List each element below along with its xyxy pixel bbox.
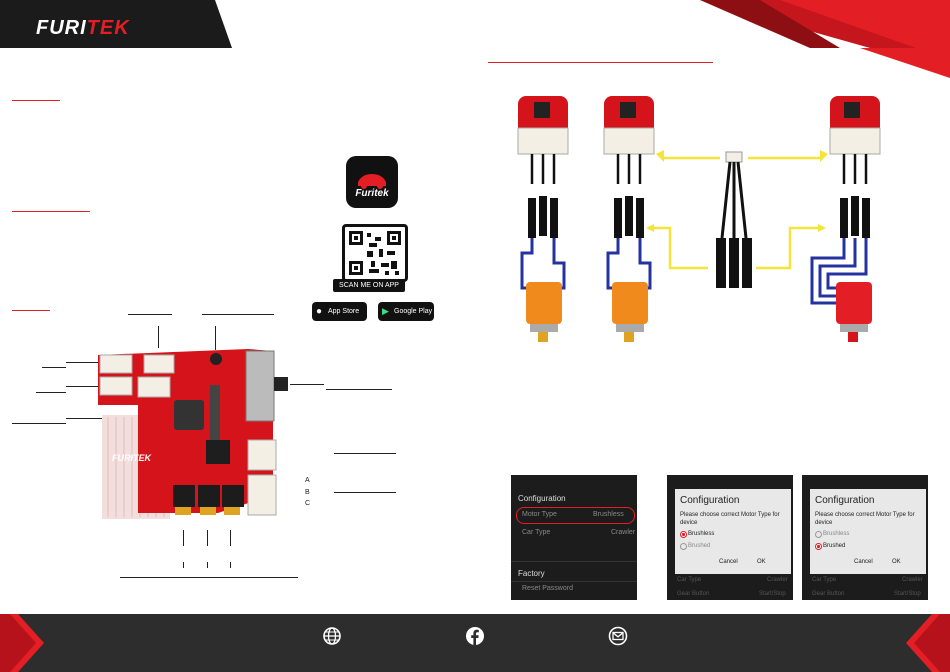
motor-type-dialog: Configuration Please choose correct Moto… [810, 489, 926, 574]
callout-right-1b [326, 389, 392, 390]
cancel-button[interactable]: Cancel [854, 559, 873, 565]
callout-bottom-v1 [183, 530, 184, 546]
logo-left: FURI [36, 17, 87, 39]
callout-top-right [202, 314, 274, 315]
app-screenshot-dialog-brushed: Configuration Please choose correct Moto… [802, 475, 928, 600]
header-right-stripe [860, 48, 950, 78]
app-store-badge[interactable]: ● App Store [312, 302, 367, 321]
radio-brushed[interactable] [680, 543, 687, 550]
callout-top-left [128, 314, 172, 315]
google-play-label: Google Play [394, 308, 433, 315]
abc-label-c: C [305, 500, 311, 507]
radio-brushed[interactable] [815, 543, 822, 550]
esc-module-1 [517, 96, 569, 155]
footer-right-arrow [906, 614, 950, 672]
motor-1 [526, 282, 562, 342]
section-heading-underline-4 [488, 62, 713, 63]
cancel-button[interactable]: Cancel [719, 559, 738, 565]
qr-pattern-icon [349, 231, 401, 275]
callout-top-right-v [215, 326, 216, 350]
callout-bottom-v1b [183, 562, 184, 568]
radio-brushless[interactable] [680, 531, 687, 538]
apple-icon: ● [316, 306, 323, 317]
bg-car-type-label: Car Type [812, 577, 837, 583]
callout-bottom [120, 577, 298, 578]
abc-label-b: B [305, 489, 310, 496]
ok-button[interactable]: OK [892, 559, 901, 565]
esc-board-illustration: FURITEK [98, 349, 288, 519]
app-icon[interactable] [346, 156, 398, 208]
dialog-prompt: Please choose correct Motor Type for dev… [815, 512, 915, 526]
callout-bottom-v3 [230, 530, 231, 546]
mail-icon[interactable] [608, 626, 628, 646]
callout-left-2 [36, 392, 66, 393]
bg-gear-button-label: Gear Button [677, 591, 710, 597]
svg-text:FURITEK: FURITEK [112, 453, 152, 463]
bg-gear-button-label: Gear Button [812, 591, 845, 597]
logo-right: TEK [86, 17, 130, 39]
car-icon [358, 174, 386, 189]
play-icon: ▶ [382, 306, 389, 316]
callout-bottom-v2 [207, 530, 208, 546]
motor-3 [836, 282, 872, 342]
car-type-value: Crawler [611, 529, 636, 536]
callout-bottom-v2b [207, 562, 208, 568]
ok-button[interactable]: OK [757, 559, 766, 565]
bg-car-type-value: Crawler [767, 577, 788, 583]
bg-gear-button-value: Start/Stop [894, 591, 921, 597]
header-banner [0, 0, 950, 48]
car-type-label[interactable]: Car Type [522, 529, 551, 536]
app-tile-name: Furitek [355, 188, 389, 199]
callout-left-1 [42, 367, 66, 368]
factory-section-title: Factory [518, 569, 545, 578]
bg-gear-button-value: Start/Stop [759, 591, 786, 597]
divider-2 [511, 581, 637, 582]
dialog-title: Configuration [815, 495, 875, 506]
section-heading-underline-2 [12, 211, 90, 212]
app-screenshot-config-list: Configuration Motor Type Brushless Car T… [511, 475, 637, 600]
callout-bottom-v3b [230, 562, 231, 568]
bg-car-type-label: Car Type [677, 577, 702, 583]
scan-me-banner: SCAN ME ON APP [333, 279, 405, 292]
motor-type-row-highlight[interactable] [516, 507, 635, 524]
brand-logo: FURITEK [36, 17, 130, 40]
dialog-title: Configuration [680, 495, 740, 506]
callout-top-left-v [158, 326, 159, 348]
callout-right-2 [334, 453, 396, 454]
dialog-prompt: Please choose correct Motor Type for dev… [680, 512, 780, 526]
motor-type-dialog: Configuration Please choose correct Moto… [675, 489, 791, 574]
google-play-badge[interactable]: ▶ Google Play [378, 302, 434, 321]
callout-left-3 [12, 423, 66, 424]
motor-type-label: Motor Type [522, 511, 557, 518]
wiring-diagram [517, 96, 881, 342]
callout-left-2b [66, 386, 98, 387]
esc-module-3 [829, 96, 881, 155]
reset-password-label[interactable]: Reset Password [522, 585, 573, 592]
facebook-icon[interactable] [465, 626, 485, 646]
section-heading-underline-1 [12, 100, 60, 101]
callout-right-3 [334, 492, 396, 493]
option-brushless: Brushless [688, 531, 715, 537]
esc-module-2 [603, 96, 655, 155]
motor-2 [612, 282, 648, 342]
section-heading-underline-3 [12, 310, 50, 311]
radio-brushless[interactable] [815, 531, 822, 538]
abc-label-a: A [305, 477, 310, 484]
footer-left-arrow [0, 614, 44, 672]
qr-code[interactable] [342, 224, 408, 282]
bg-car-type-value: Crawler [902, 577, 923, 583]
option-brushed: Brushed [823, 543, 846, 549]
callout-left-1b [66, 362, 98, 363]
y-harness [716, 151, 752, 288]
app-store-label: App Store [328, 308, 360, 315]
option-brushless: Brushless [823, 531, 850, 537]
config-section-title: Configuration [518, 494, 566, 503]
divider [511, 561, 637, 562]
option-brushed: Brushed [688, 543, 711, 549]
motor-type-value: Brushless [593, 511, 624, 518]
callout-right-1 [290, 384, 324, 385]
globe-icon[interactable] [322, 626, 342, 646]
app-screenshot-dialog-brushless: Configuration Please choose correct Moto… [667, 475, 793, 600]
